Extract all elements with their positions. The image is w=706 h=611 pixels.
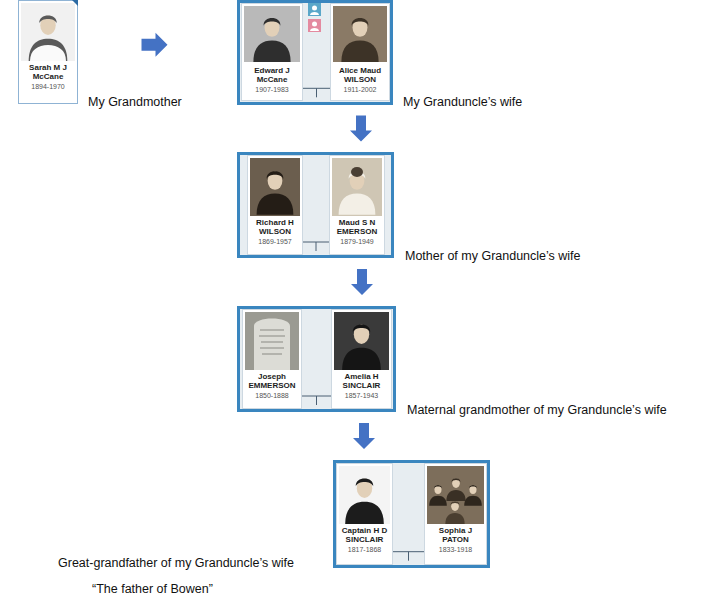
- person-card: Maud S N EMERSON1879-1949: [329, 155, 385, 255]
- couple-frame: Mother of my Granduncle’s wifeRichard H …: [237, 152, 394, 258]
- person-card: Amelia H SINCLAIR1857-1943: [331, 309, 392, 409]
- person-card: Sophia J PATON1833-1918: [424, 463, 487, 565]
- person-name: Maud S N EMERSON: [331, 218, 383, 236]
- life-dates: 1869-1957: [249, 237, 301, 246]
- person-card: Richard H WILSON1869-1957: [247, 155, 303, 255]
- person-name: Richard H WILSON: [249, 218, 301, 236]
- person-card: Captain H D SINCLAIR1817-1868: [336, 463, 393, 565]
- life-dates: 1833-1918: [426, 545, 485, 554]
- person-name: Sarah M J McCane: [20, 63, 76, 81]
- person-card: Edward J McCane1907-1983: [241, 3, 303, 101]
- couple-frame: Great-grandfather of my Granduncle’s wif…: [333, 460, 490, 568]
- person-card: Alice Maud WILSON1911-2002: [330, 3, 390, 101]
- couple-frame: My Granduncle’s wifeEdward J McCane1907-…: [237, 0, 393, 105]
- spouse-connector: [303, 242, 329, 251]
- person-name: Joseph EMMERSON: [244, 372, 300, 390]
- spouse-connector: [303, 88, 330, 97]
- person-name: Amelia H SINCLAIR: [333, 372, 390, 390]
- annotation-label: My Granduncle’s wife: [403, 95, 522, 110]
- life-dates: 1850-1888: [244, 391, 300, 400]
- person-card: Joseph EMMERSON1850-1888: [242, 309, 302, 409]
- couple-frame: Maternal grandmother of my Granduncle’s …: [237, 306, 396, 412]
- person-name: Sophia J PATON: [426, 526, 485, 544]
- life-dates: 1857-1943: [333, 391, 390, 400]
- life-dates: 1879-1949: [331, 237, 383, 246]
- annotation-label: Maternal grandmother of my Granduncle’s …: [407, 403, 667, 418]
- block-arrow: [351, 269, 373, 295]
- life-dates: 1907-1983: [243, 85, 301, 94]
- person-card: Sarah M J McCane1894-1970: [18, 0, 78, 104]
- life-dates: 1911-2002: [332, 85, 388, 94]
- annotation-label: Great-grandfather of my Granduncle’s wif…: [58, 556, 294, 571]
- annotation-label: My Grandmother: [88, 95, 182, 110]
- annotation-label: “The father of Bowen”: [92, 582, 213, 597]
- spouse-connector: [302, 396, 331, 405]
- life-dates: 1894-1970: [20, 82, 76, 91]
- person-name: Edward J McCane: [243, 66, 301, 84]
- life-dates: 1817-1868: [338, 545, 391, 554]
- person-name: Alice Maud WILSON: [332, 66, 388, 84]
- person-name: Captain H D SINCLAIR: [338, 526, 391, 544]
- block-arrow: [142, 33, 168, 57]
- spouse-connector: [393, 552, 424, 561]
- block-arrow: [353, 423, 375, 449]
- annotation-label: Mother of my Granduncle’s wife: [405, 249, 581, 264]
- block-arrow: [350, 116, 372, 142]
